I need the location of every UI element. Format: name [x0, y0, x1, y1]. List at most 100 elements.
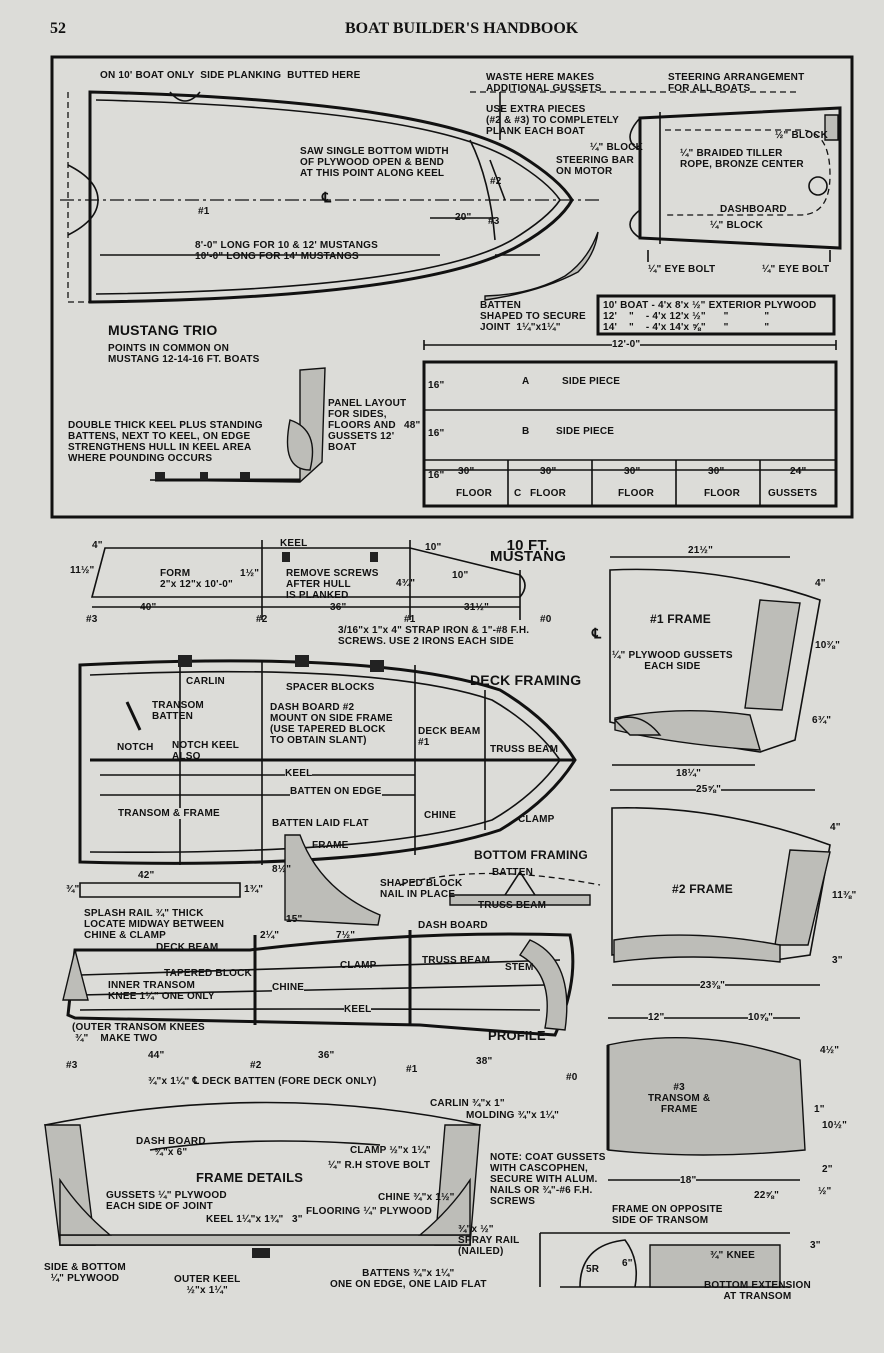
bottom-truss-beam: TRUSS BEAM	[478, 900, 547, 911]
fd-chine: CHINE ¾"x 1½"	[378, 1192, 455, 1203]
fd-flooring: FLOORING ¼" PLYWOOD	[306, 1206, 432, 1217]
row-16c: 16"	[428, 470, 445, 481]
frame: FRAME	[312, 840, 349, 851]
cell-floor-3: FLOOR	[618, 488, 654, 499]
cell-floor-4: FLOOR	[704, 488, 740, 499]
batten-note: BATTEN SHAPED TO SECURE JOINT 1¼"x1¼"	[480, 300, 586, 333]
plywood-table-border	[596, 294, 836, 336]
form-st1: #1	[404, 614, 416, 625]
saw-note: SAW SINGLE BOTTOM WIDTH OF PLYWOOD OPEN …	[300, 146, 449, 179]
notch: NOTCH	[117, 742, 154, 753]
row-16b: 16"	[428, 428, 445, 439]
tapered-block: TAPERED BLOCK	[164, 968, 252, 979]
chine: CHINE	[424, 810, 457, 821]
form-dim-40: 40"	[140, 602, 157, 613]
knee-label: ¾" KNEE	[710, 1250, 756, 1261]
panel-layout-note: PANEL LAYOUT FOR SIDES, FLOORS AND GUSSE…	[328, 398, 407, 453]
truss-beam: TRUSS BEAM	[490, 744, 559, 755]
frame-2-label: #2 FRAME	[672, 882, 733, 896]
fd-stove-bolt: ¼" R.H STOVE BOLT	[328, 1160, 431, 1171]
col-dim-1: 30"	[458, 466, 475, 477]
f3-h4: 2"	[822, 1164, 833, 1175]
form-dim-10: 10"	[425, 542, 442, 553]
frame-details-title: FRAME DETAILS	[196, 1170, 304, 1185]
profile-deck-beam: DECK BEAM	[156, 942, 219, 953]
form-dim-11: 11½"	[70, 565, 95, 576]
form-dim-4: 4"	[92, 540, 103, 551]
bottom-framing-title: BOTTOM FRAMING	[474, 848, 588, 862]
length-note: 8'-0" LONG FOR 10 & 12' MUSTANGS 10'-0" …	[195, 240, 378, 262]
fd-side-bottom: SIDE & BOTTOM ¼" PLYWOOD	[44, 1262, 126, 1284]
hull-plan-view	[60, 90, 800, 304]
dim-5r: 5R	[586, 1264, 600, 1275]
centerline-symbol: ℄	[322, 189, 332, 205]
knee-dim-6: 6"	[622, 1258, 633, 1269]
profile-keel: KEEL	[344, 1004, 372, 1015]
shaped-block: SHAPED BLOCK NAIL IN PLACE	[380, 878, 463, 900]
form-dim-31: 31½"	[464, 602, 490, 613]
profile-dash-board: DASH BOARD	[418, 920, 488, 931]
profile-stem: STEM	[505, 962, 534, 973]
frame-1-label: #1 FRAME	[650, 612, 711, 626]
form-drawing	[90, 540, 526, 620]
form-dim-1-5: 1½"	[240, 568, 260, 579]
f1-bottom: 18¼"	[676, 768, 702, 779]
plywood-row-12: 12' " - 4'x 12'x ½" " "	[603, 311, 770, 322]
dim-15: 15"	[286, 914, 303, 925]
frame-3-drawing	[606, 1017, 806, 1181]
side-piece-b: SIDE PIECE	[556, 426, 615, 437]
fd-carlin: CARLIN ¾"x 1"	[430, 1098, 505, 1109]
plywood-row-14: 14' " - 4'x 14'x ⅝" " "	[603, 322, 770, 333]
spacer-blocks: SPACER BLOCKS	[286, 682, 375, 693]
f1-bottom2: 25⅝"	[696, 784, 722, 795]
knee-dim-3: 3"	[810, 1240, 821, 1251]
f3-h5: ½"	[818, 1186, 832, 1197]
f3-h1: 4½"	[820, 1045, 840, 1056]
form-dim-10v: 10"	[452, 570, 469, 581]
bottom-framing-drawing	[399, 870, 601, 906]
panel-width: 12'-0"	[612, 339, 641, 350]
deck-keel: KEEL	[285, 768, 313, 779]
top-panel-border	[50, 55, 854, 519]
steering-block-mid: ¼" BLOCK	[710, 220, 764, 231]
piece-a-mark: A	[522, 376, 530, 387]
form-label: FORM 2"x 12"x 10'-0"	[160, 568, 233, 590]
bottom-extension: BOTTOM EXTENSION AT TRANSOM	[704, 1280, 811, 1302]
fd-dim-3: 3"	[292, 1214, 303, 1225]
fd-note: NOTE: COAT GUSSETS WITH CASCOPHEN, SECUR…	[490, 1152, 606, 1207]
profile-dim-38: 38"	[476, 1056, 493, 1067]
splash-rail-drawing	[79, 834, 381, 926]
form-keel: KEEL	[280, 538, 308, 549]
c-mark: C	[514, 488, 522, 499]
dim-3-4: ¾"	[66, 884, 80, 895]
page-title: BOAT BUILDER'S HANDBOOK	[345, 20, 579, 37]
panel-height: 48"	[404, 420, 421, 431]
cl-symbol: ℄	[592, 625, 602, 641]
piece-2: #2	[490, 176, 502, 187]
row-16a: 16"	[428, 380, 445, 391]
outer-transom-knees: (OUTER TRANSOM KNEES ¾" MAKE TWO	[72, 1022, 205, 1044]
eye-bolt-left: ¼" EYE BOLT	[648, 264, 716, 275]
profile-st3: #3	[66, 1060, 78, 1071]
knee-drawing	[539, 1232, 790, 1288]
f3-h2: 1"	[814, 1104, 825, 1115]
profile-dim-44: 44"	[148, 1050, 165, 1061]
deck-framing-drawing	[78, 655, 577, 865]
f2-h3: 3"	[832, 955, 843, 966]
batten-laid-flat: BATTEN LAID FLAT	[272, 818, 369, 829]
side-planking-note: ON 10' BOAT ONLY SIDE PLANKING BUTTED HE…	[100, 70, 361, 81]
piece-1: #1	[198, 206, 210, 217]
col-dim-4: 30"	[708, 466, 725, 477]
steering-diagram	[629, 106, 842, 262]
cell-gussets: GUSSETS	[768, 488, 818, 499]
waste-note: WASTE HERE MAKES ADDITIONAL GUSSETS	[486, 72, 602, 94]
f2-h2: 11⅜"	[832, 890, 857, 901]
profile-drawing	[62, 930, 575, 1037]
frame-details-drawing	[43, 1101, 482, 1258]
dash-board-note: DASH BOARD #2 MOUNT ON SIDE FRAME (USE T…	[270, 702, 393, 746]
remove-screws: REMOVE SCREWS AFTER HULL IS PLANKED	[286, 568, 379, 601]
batten-on-edge: BATTEN ON EDGE	[290, 786, 382, 797]
fd-keel: KEEL 1¼"x 1¾"	[206, 1214, 284, 1225]
deck-batten: ¾"x 1¼" ℄ DECK BATTEN (FORE DECK ONLY)	[148, 1076, 377, 1087]
